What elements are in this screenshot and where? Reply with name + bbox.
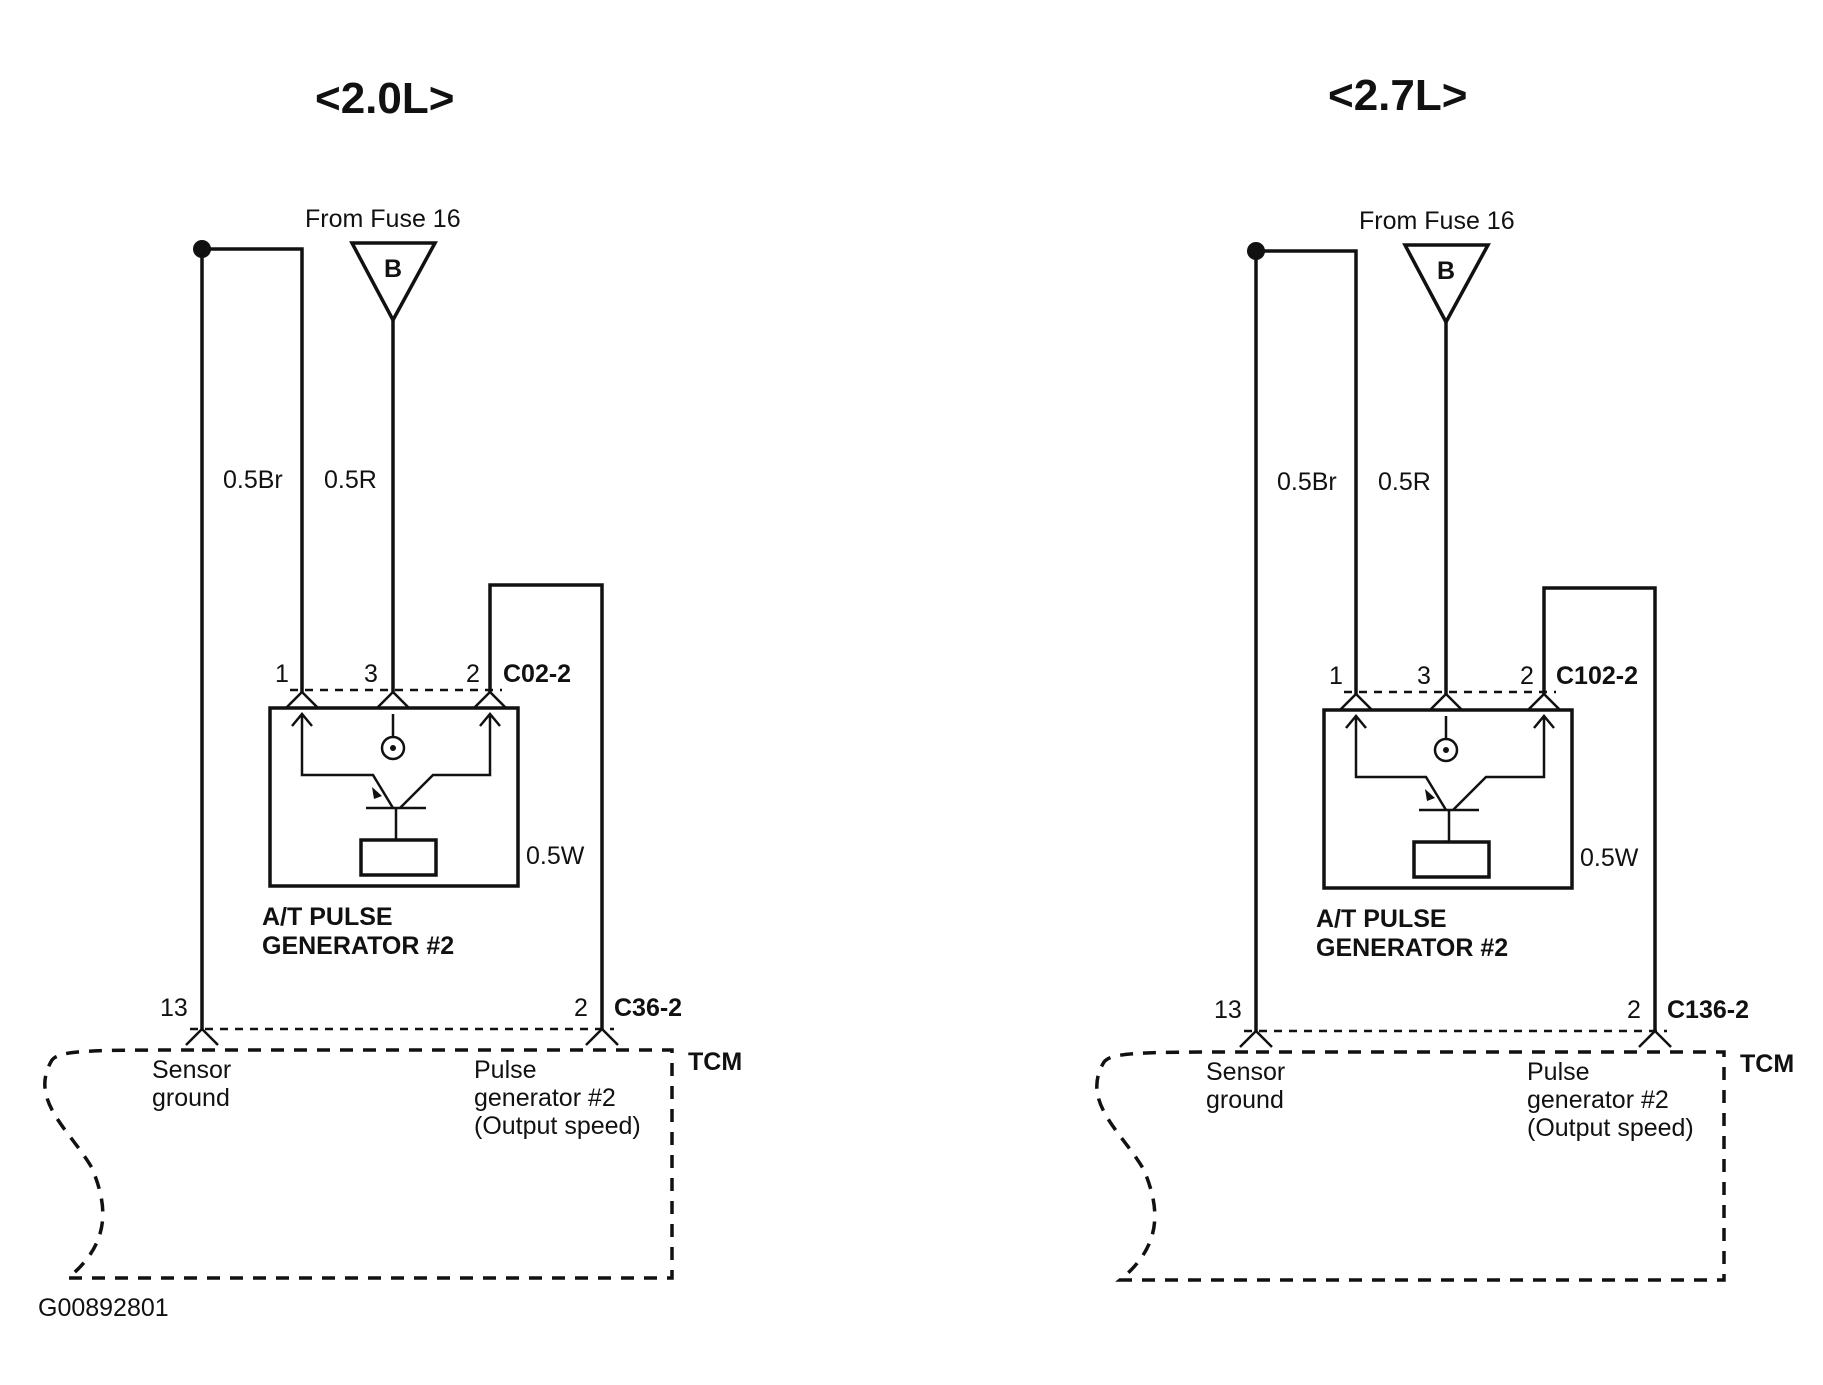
- pulse-label-line1: Pulse: [1527, 1058, 1590, 1086]
- tcm-label: TCM: [688, 1048, 742, 1076]
- pulse-label-line1: Pulse: [474, 1056, 537, 1084]
- pulse-generator-box: [1322, 708, 1574, 890]
- tcm-pin-2: 2: [1627, 996, 1641, 1024]
- tcm-label: TCM: [1740, 1050, 1794, 1078]
- pin-2: 2: [1520, 662, 1534, 690]
- sensor-internal-wiring: [291, 712, 501, 809]
- tcm-connector-label: C136-2: [1667, 996, 1749, 1024]
- sensor-connector-label: C02-2: [503, 660, 571, 688]
- device-label-line2: GENERATOR #2: [262, 932, 454, 960]
- fuse-label: From Fuse 16: [1359, 207, 1515, 235]
- transistor-icon: [1419, 808, 1479, 842]
- sensor-element-icon: [359, 838, 438, 877]
- fuse-label: From Fuse 16: [305, 205, 461, 233]
- wire-label-br: 0.5Br: [1277, 468, 1337, 496]
- pulse-label-line2: generator #2: [1527, 1086, 1669, 1114]
- device-label-line2: GENERATOR #2: [1316, 934, 1508, 962]
- panel-2-0l: <2.0L> From Fuse 16 B 0.5Br 0.5R 0.5W 1 …: [43, 74, 742, 1280]
- transistor-arrow-icon: [1425, 789, 1435, 801]
- pin-3: 3: [1417, 662, 1431, 690]
- connector-terminal-icon: [1339, 692, 1561, 711]
- wires: [193, 240, 604, 1029]
- tcm-module-outline: [43, 1048, 674, 1280]
- sensor-ground-label-line2: ground: [152, 1084, 230, 1112]
- sensor-ground-label-line1: Sensor: [1206, 1058, 1285, 1086]
- pin-2: 2: [466, 660, 480, 688]
- sensor-coil-center-icon: [390, 745, 396, 751]
- fuse-letter: B: [1437, 257, 1455, 285]
- sensor-internal-wiring: [1345, 714, 1555, 811]
- transistor-icon: [366, 806, 426, 840]
- figure-id: G00892801: [38, 1294, 169, 1322]
- tcm-pin-2: 2: [574, 994, 588, 1022]
- tcm-terminal-icon: [1239, 1029, 1672, 1048]
- panel-2-7l: <2.7L> From Fuse 16 B 0.5Br 0.5R 0.5W 1 …: [1095, 71, 1794, 1282]
- sensor-ground-label-line1: Sensor: [152, 1056, 231, 1084]
- wires: [1247, 242, 1657, 1031]
- wire-label-w: 0.5W: [526, 842, 585, 870]
- wire-label-r: 0.5R: [324, 466, 377, 494]
- pulse-label-line3: (Output speed): [1527, 1114, 1694, 1142]
- panel-title: <2.7L>: [1328, 71, 1467, 120]
- tcm-pin-13: 13: [1214, 996, 1242, 1024]
- device-label-line1: A/T PULSE: [1316, 905, 1447, 933]
- pin-1: 1: [1329, 662, 1343, 690]
- wire-label-r: 0.5R: [1378, 468, 1431, 496]
- wire-0-5w: [488, 583, 604, 1029]
- tcm-terminal-icon: [185, 1027, 619, 1046]
- sensor-coil-icon: [1433, 737, 1459, 763]
- wire-label-br: 0.5Br: [223, 466, 283, 494]
- wire-label-w: 0.5W: [1580, 844, 1639, 872]
- wire-0-5w: [1542, 586, 1657, 1031]
- sensor-coil-center-icon: [1443, 747, 1449, 753]
- wire-0-5br: [1256, 249, 1358, 694]
- pin-3: 3: [364, 660, 378, 688]
- connector-terminal-icon: [285, 690, 507, 709]
- device-label-line1: A/T PULSE: [262, 903, 393, 931]
- tcm-pin-13: 13: [160, 994, 188, 1022]
- sensor-coil-icon: [380, 735, 406, 761]
- pulse-label-line3: (Output speed): [474, 1112, 641, 1140]
- pin-1: 1: [275, 660, 289, 688]
- pulse-label-line2: generator #2: [474, 1084, 616, 1112]
- tcm-connector-label: C36-2: [614, 994, 682, 1022]
- panel-title: <2.0L>: [315, 74, 454, 123]
- fuse-triangle-icon: [1402, 243, 1491, 326]
- pulse-generator-box: [268, 706, 520, 888]
- sensor-element-icon: [1412, 840, 1491, 879]
- sensor-connector-label: C102-2: [1556, 662, 1638, 690]
- fuse-letter: B: [384, 255, 402, 283]
- sensor-ground-label-line2: ground: [1206, 1086, 1284, 1114]
- transistor-arrow-icon: [372, 787, 382, 799]
- fuse-triangle-icon: [349, 241, 438, 324]
- tcm-module-outline: [1095, 1050, 1726, 1282]
- wire-0-5br: [202, 247, 304, 692]
